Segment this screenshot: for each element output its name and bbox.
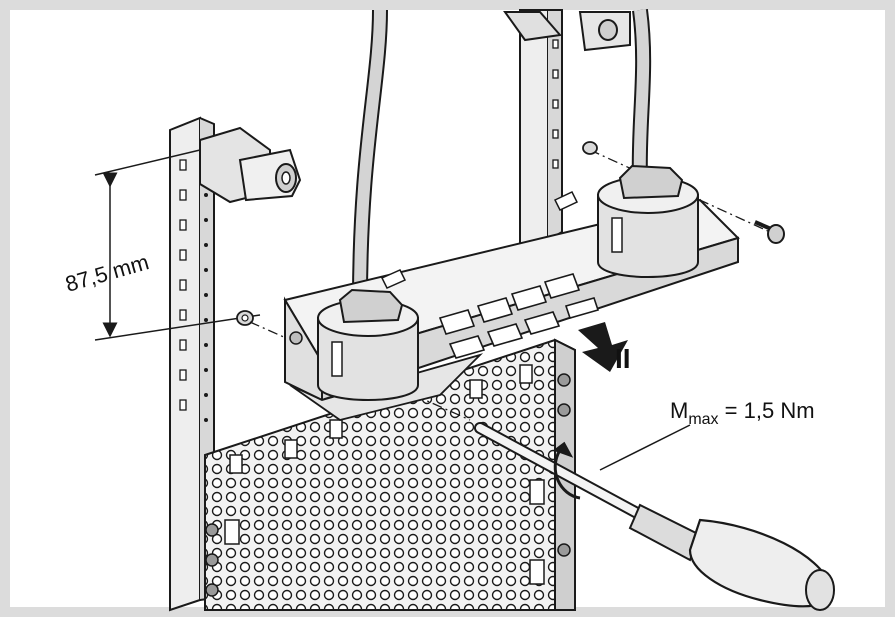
perforated-mounting-plate <box>204 338 576 611</box>
dimension-label: 87,5 mm <box>62 249 151 297</box>
nut-icon <box>236 310 254 326</box>
cable-gland-icon <box>317 288 419 401</box>
push-arrow-icon <box>578 322 628 372</box>
screwdriver-icon <box>474 422 835 611</box>
rotation-arrow-icon <box>552 441 581 500</box>
torque-symbol: M <box>670 398 688 423</box>
step-marker: II <box>615 343 631 374</box>
torque-value: = 1,5 Nm <box>719 398 815 423</box>
nut-icon <box>582 141 598 155</box>
dimension-indicator <box>94 149 261 341</box>
torque-leader-line <box>599 424 691 471</box>
cable-gland-icon <box>199 126 302 204</box>
cable-gland-icon <box>597 164 699 278</box>
right-mounting-rail <box>503 9 631 257</box>
screw-icon <box>754 220 785 244</box>
torque-subscript: max <box>688 411 718 428</box>
cables <box>352 8 652 301</box>
torque-label: Mmax = 1,5 Nm <box>670 398 815 428</box>
